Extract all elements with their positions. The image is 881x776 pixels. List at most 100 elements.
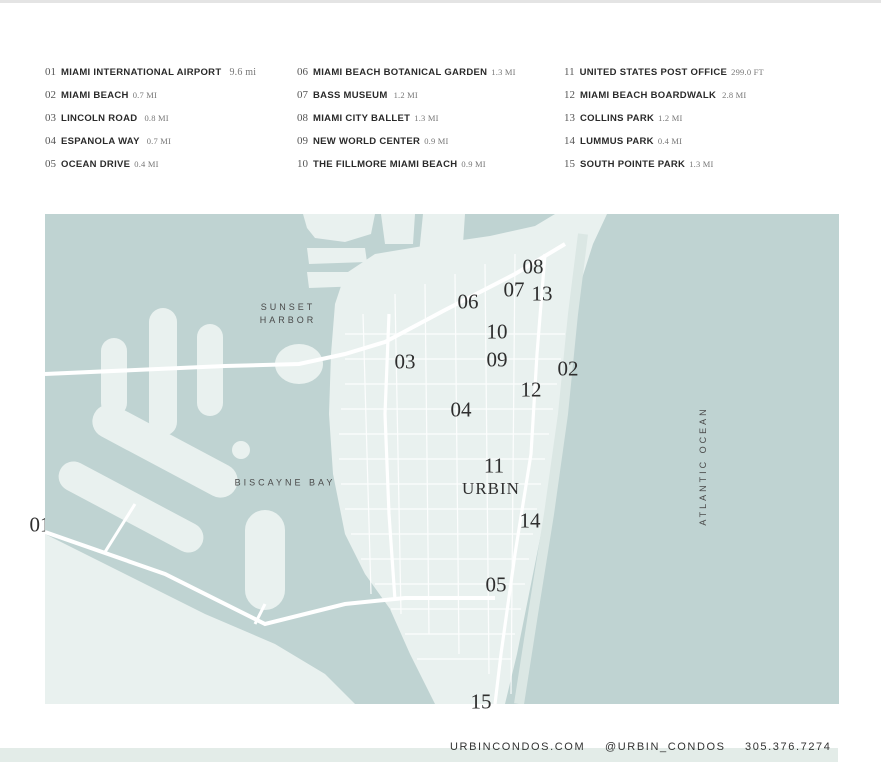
- footer-phone[interactable]: 305.376.7274: [745, 741, 832, 753]
- sunset-harbor-label: SUNSET HARBOR: [260, 301, 317, 327]
- legend-distance: 0.4 MI: [657, 136, 683, 146]
- legend-number: 09: [297, 135, 308, 147]
- legend-number: 04: [45, 135, 56, 147]
- legend-number: 01: [45, 66, 56, 78]
- legend-distance: 0.9 MI: [461, 159, 486, 169]
- legend-place-name: MIAMI BEACH BOARDWALK: [580, 90, 717, 101]
- legend-number: 02: [45, 89, 56, 101]
- map-marker-07[interactable]: 07: [503, 277, 525, 302]
- legend-number: 13: [564, 112, 575, 124]
- map-marker-10[interactable]: 10: [486, 319, 508, 344]
- legend-place-name: BASS MUSEUM: [313, 90, 388, 101]
- legend-place-name: THE FILLMORE MIAMI BEACH: [313, 159, 458, 170]
- legend-number: 05: [45, 158, 56, 170]
- map-marker-04[interactable]: 04: [450, 397, 472, 422]
- bay-islands: [58, 404, 285, 610]
- legend-place-name: MIAMI BEACH BOTANICAL GARDEN: [313, 67, 488, 78]
- legend-item-04: 04 ESPANOLA WAY 0.7 MI: [45, 133, 256, 156]
- venetian-island-3: [197, 324, 223, 416]
- legend-number: 06: [297, 66, 308, 78]
- footer-social-handle[interactable]: @URBIN_CONDOS: [605, 741, 726, 753]
- top-rule: [0, 0, 881, 3]
- footer-bar: [0, 748, 838, 762]
- legend-number: 08: [297, 112, 308, 124]
- north-island-2: [307, 248, 367, 264]
- sunset-harbor-line1: SUNSET: [260, 302, 316, 312]
- legend-number: 14: [564, 135, 575, 147]
- beach-strip: [514, 233, 588, 704]
- legend-distance: 0.4 MI: [134, 159, 159, 169]
- legend-place-name: LUMMUS PARK: [580, 136, 654, 147]
- map-marker-11[interactable]: 11: [483, 453, 505, 478]
- legend-place-name: UNITED STATES POST OFFICE: [579, 67, 728, 78]
- map-marker-14[interactable]: 14: [519, 508, 541, 533]
- legend-place-name: SOUTH POINTE PARK: [580, 159, 686, 170]
- legend-place-name: ESPANOLA WAY: [61, 136, 140, 147]
- map-marker-08[interactable]: 08: [522, 254, 544, 279]
- macarthur-causeway: [45, 530, 495, 627]
- legend-place-name: MIAMI BEACH: [61, 90, 129, 101]
- map-marker-15[interactable]: 15: [470, 689, 492, 714]
- legend-distance: 0.7 MI: [146, 136, 172, 146]
- legend-place-name: MIAMI CITY BALLET: [313, 113, 411, 124]
- island-bridge: [253, 603, 267, 625]
- port-land: [45, 534, 355, 704]
- legend-distance: 1.3 MI: [689, 159, 714, 169]
- legend-place-name: NEW WORLD CENTER: [313, 136, 421, 147]
- legend-distance: 299.0 FT: [731, 67, 764, 77]
- legend-place-name: LINCOLN ROAD: [61, 113, 138, 124]
- north-island-3: [307, 272, 363, 288]
- northern-islands: [303, 214, 375, 242]
- map-marker-09[interactable]: 09: [486, 347, 508, 372]
- map-graphic: [45, 214, 839, 704]
- atlantic-ocean-label: ATLANTIC OCEAN: [698, 406, 708, 526]
- legend-item-03: 03 LINCOLN ROAD 0.8 MI: [45, 110, 256, 133]
- alton-road: [383, 313, 397, 601]
- legend-distance: 1.3 MI: [491, 67, 516, 77]
- legend-distance: 1.3 MI: [414, 113, 439, 123]
- legend-number: 15: [564, 158, 575, 170]
- venetian-causeway: [45, 242, 567, 376]
- map-marker-02[interactable]: 02: [557, 356, 579, 381]
- legend-number: 12: [564, 89, 575, 101]
- legend-number: 07: [297, 89, 308, 101]
- urbin-location-label[interactable]: URBIN: [462, 479, 520, 498]
- legend-distance: 0.8 MI: [144, 113, 169, 123]
- footer-website-link[interactable]: URBINCONDOS.COM: [450, 741, 586, 753]
- map-marker-12[interactable]: 12: [520, 377, 542, 402]
- map-marker-06[interactable]: 06: [457, 289, 479, 314]
- legend-number: 11: [564, 66, 575, 78]
- map-marker-13[interactable]: 13: [531, 281, 553, 306]
- map-marker-03[interactable]: 03: [394, 349, 416, 374]
- port-connector: [103, 503, 137, 553]
- legend-item-07: 07 BASS MUSEUM 1.2 MI: [297, 87, 516, 110]
- legend-item-12: 12 MIAMI BEACH BOARDWALK 2.8 MI: [564, 87, 764, 110]
- legend-place-name: OCEAN DRIVE: [61, 159, 131, 170]
- legend-distance: 1.2 MI: [393, 90, 418, 100]
- venetian-island-1: [101, 338, 127, 416]
- area-map[interactable]: SUNSET HARBOR BISCAYNE BAY ATLANTIC OCEA…: [45, 214, 839, 704]
- street-grid: [339, 253, 565, 695]
- legend-number: 03: [45, 112, 56, 124]
- legend-number: 10: [297, 158, 308, 170]
- biscayne-bay-label: BISCAYNE BAY: [234, 477, 336, 488]
- map-marker-05[interactable]: 05: [485, 572, 507, 597]
- legend-distance: 2.8 MI: [722, 90, 747, 100]
- venetian-island-2: [149, 308, 177, 436]
- north-island-4: [381, 214, 415, 244]
